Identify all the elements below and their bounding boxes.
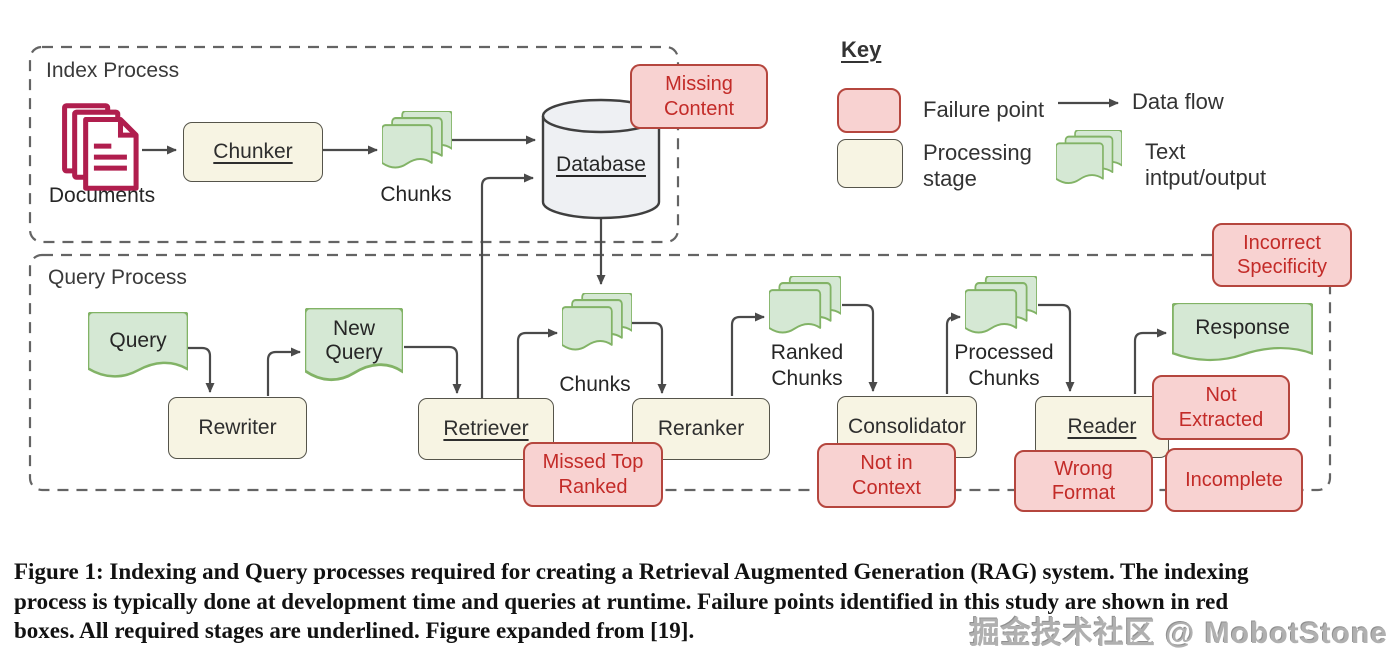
failure-wrong-format: Wrong Format bbox=[1014, 450, 1153, 512]
failure-incorrect-specificity-label: Incorrect Specificity bbox=[1236, 231, 1328, 278]
caption-line-1: Figure 1: Indexing and Query processes r… bbox=[14, 559, 1249, 584]
failure-incomplete: Incomplete bbox=[1165, 448, 1303, 512]
failure-not-in-context: Not in Context bbox=[817, 443, 956, 508]
database-icon: Database bbox=[541, 97, 661, 221]
key-data-flow-label: Data flow bbox=[1132, 89, 1224, 114]
edge-consolidator-processedchunks bbox=[945, 312, 961, 394]
key-stage-swatch bbox=[837, 139, 903, 188]
index-chunks-icon bbox=[381, 109, 453, 177]
reader-stage: Reader bbox=[1035, 396, 1169, 458]
failure-missed-top-ranked-label: Missed Top Ranked bbox=[542, 451, 644, 498]
processed-chunks-icon bbox=[964, 274, 1038, 342]
failure-missing-content: Missing Content bbox=[630, 64, 768, 129]
edge-retriever-chunks bbox=[516, 328, 558, 398]
documents-label: Documents bbox=[48, 184, 156, 207]
failure-not-extracted: Not Extracted bbox=[1152, 375, 1290, 440]
key-title: Key bbox=[841, 37, 882, 62]
ranked-chunks-label: Ranked Chunks bbox=[770, 341, 844, 390]
key-text-io-label: Text intput/output bbox=[1145, 139, 1267, 190]
key-text-io-icon bbox=[1055, 129, 1123, 192]
chunker-label: Chunker bbox=[213, 140, 293, 163]
processed-chunks-label: Processed Chunks bbox=[954, 341, 1054, 390]
new-query-label: New Query bbox=[325, 316, 383, 364]
response-label: Response bbox=[1195, 315, 1290, 339]
rewriter-stage: Rewriter bbox=[168, 397, 307, 459]
failure-incorrect-specificity: Incorrect Specificity bbox=[1212, 223, 1352, 287]
figure-caption: Figure 1: Indexing and Query processes r… bbox=[14, 557, 1249, 646]
reader-label: Reader bbox=[1067, 415, 1137, 438]
rewriter-label: Rewriter bbox=[198, 416, 277, 439]
query-chunks-icon bbox=[561, 291, 633, 359]
failure-not-in-context-label: Not in Context bbox=[852, 452, 921, 499]
edge-newquery-retriever bbox=[404, 345, 462, 394]
edge-processedchunks-reader bbox=[1038, 303, 1075, 392]
caption-line-2: process is typically done at development… bbox=[14, 588, 1229, 614]
edge-reader-response bbox=[1133, 328, 1167, 394]
edge-chunks-reranker bbox=[632, 321, 667, 394]
retriever-stage: Retriever bbox=[418, 398, 554, 460]
query-process-box bbox=[28, 253, 1332, 492]
query-chunks-label: Chunks bbox=[559, 373, 631, 396]
reranker-stage: Reranker bbox=[632, 398, 770, 460]
retriever-label: Retriever bbox=[443, 417, 529, 440]
failure-wrong-format-label: Wrong Format bbox=[1051, 457, 1116, 504]
query-label: Query bbox=[109, 328, 167, 352]
failure-incomplete-label: Incomplete bbox=[1185, 468, 1283, 491]
edge-rankedchunks-consolidator bbox=[842, 303, 878, 392]
failure-missed-top-ranked: Missed Top Ranked bbox=[523, 442, 663, 507]
edge-query-rewriter bbox=[188, 346, 215, 393]
query-process-title: Query Process bbox=[48, 266, 187, 289]
edge-rewriter-newquery bbox=[266, 347, 301, 396]
query-io-icon: Query bbox=[88, 312, 188, 382]
key-failure-swatch bbox=[837, 88, 901, 133]
index-process-box bbox=[28, 45, 680, 244]
index-chunks-label: Chunks bbox=[380, 183, 452, 206]
edge-retriever-database bbox=[480, 173, 534, 398]
chunker-stage: Chunker bbox=[183, 122, 323, 182]
ranked-chunks-icon bbox=[768, 274, 842, 342]
documents-icon bbox=[60, 103, 148, 191]
caption-line-3: boxes. All required stages are underline… bbox=[14, 618, 695, 643]
watermark: 掘金技术社区 @ MobotStone bbox=[969, 617, 1388, 650]
failure-not-extracted-label: Not Extracted bbox=[1178, 384, 1264, 431]
reranker-label: Reranker bbox=[657, 417, 745, 440]
key-processing-stage-label: Processing stage bbox=[923, 140, 1032, 191]
database-label: Database bbox=[556, 153, 646, 176]
key-failure-point-label: Failure point bbox=[923, 97, 1045, 122]
edge-reranker-rankedchunks bbox=[730, 312, 765, 396]
consolidator-label: Consolidator bbox=[848, 415, 966, 438]
failure-missing-content-label: Missing Content bbox=[663, 73, 735, 120]
response-io-icon: Response bbox=[1172, 303, 1313, 365]
index-process-title: Index Process bbox=[46, 59, 180, 82]
new-query-io-icon: New Query bbox=[305, 308, 403, 386]
